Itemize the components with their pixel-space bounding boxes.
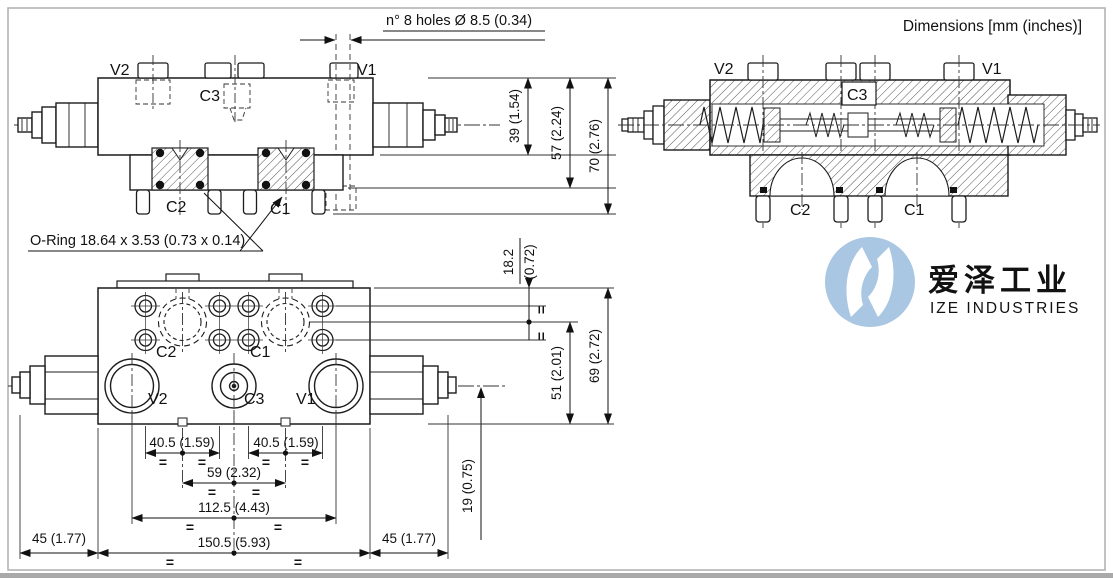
top-plate — [116, 280, 354, 289]
section-label-v2: V2 — [714, 61, 734, 78]
section-view: V2 C3 V1 C2 C1 — [618, 55, 1100, 228]
dim-112-5: 112.5 (4.43) — [198, 500, 270, 515]
plan-label-c3: C3 — [244, 391, 265, 408]
left-adjuster — [17, 102, 99, 148]
plan-label-c2: C2 — [156, 344, 177, 361]
dim-45-left: 45 (1.77) — [32, 531, 86, 546]
plan-label-v2: V2 — [148, 391, 168, 408]
plan-view: C2 C1 V2 C3 V1 — [8, 238, 614, 570]
dim-57: 57 (2.24) — [549, 106, 564, 160]
valve-body-side — [97, 77, 374, 156]
right-fitting-plan — [369, 355, 457, 415]
svg-text:=: = — [301, 454, 309, 470]
oring-squares — [760, 187, 957, 193]
watermark: 爱泽工业 IZE INDUSTRIES — [825, 237, 1080, 327]
svg-text:=: = — [198, 454, 206, 470]
watermark-cn-text: 爱泽工业 — [928, 263, 1072, 298]
side-label-c2: C2 — [166, 199, 187, 216]
dim-midpoint-dots — [179, 319, 532, 556]
svg-text:=: = — [274, 519, 282, 535]
hidden-tab-lines — [175, 289, 293, 299]
side-label-c1: C1 — [270, 201, 291, 218]
svg-text:=: = — [262, 454, 270, 470]
port-bosses — [137, 62, 359, 79]
dim-40-5-right: 40.5 (1.59) — [253, 435, 318, 450]
svg-text:=: = — [533, 306, 549, 314]
dim-39: 39 (1.54) — [507, 89, 522, 143]
dim-45-right: 45 (1.77) — [382, 531, 436, 546]
studs-side — [135, 189, 326, 215]
callout-8-holes: n° 8 holes Ø 8.5 (0.34) — [386, 13, 532, 29]
callout-o-ring: O-Ring 18.64 x 3.53 (0.73 x 0.14) — [30, 233, 245, 249]
port-centerlines — [131, 353, 337, 419]
left-fitting-plan — [11, 355, 99, 415]
side-label-c3: C3 — [200, 88, 221, 105]
dim-18-2-in: (0.72) — [522, 244, 537, 279]
side-view: V2 C3 V1 C2 C1 n° 8 holes Ø 8.5 (0.34) O… — [14, 13, 616, 252]
watermark-logo-icon — [825, 237, 915, 327]
dim-40-5-left: 40.5 (1.59) — [149, 435, 214, 450]
section-label-c2: C2 — [790, 202, 811, 219]
c3-cavity — [841, 81, 877, 106]
svg-text:=: = — [166, 554, 174, 570]
svg-text:=: = — [252, 484, 260, 500]
dim-150-5: 150.5 (5.93) — [198, 535, 271, 550]
svg-text:=: = — [208, 484, 216, 500]
dim-19: 19 (0.75) — [460, 459, 475, 513]
drawing-frame — [0, 7, 1113, 578]
dim-59: 59 (2.32) — [207, 465, 261, 480]
svg-text:=: = — [186, 519, 194, 535]
dimensions-units-note: Dimensions [mm (inches)] — [903, 18, 1082, 35]
svg-text:=: = — [294, 554, 302, 570]
svg-text:=: = — [533, 332, 549, 340]
svg-text:=: = — [159, 454, 167, 470]
bottom-bar — [0, 573, 1113, 578]
section-label-c1: C1 — [904, 202, 925, 219]
side-label-v2: V2 — [110, 62, 130, 79]
section-label-c3: C3 — [847, 87, 868, 104]
hole-cross-ticks — [131, 292, 337, 354]
dim-51: 51 (2.01) — [549, 346, 564, 400]
section-label-v1: V1 — [982, 61, 1002, 78]
plan-label-c1: C1 — [250, 344, 271, 361]
dim-69: 69 (2.72) — [587, 329, 602, 383]
side-label-v1: V1 — [357, 62, 377, 79]
section-bosses — [747, 62, 975, 81]
watermark-en-text: IZE INDUSTRIES — [930, 300, 1080, 317]
dim-18-2-mm: 18.2 — [501, 249, 516, 275]
right-adjuster — [372, 102, 458, 148]
studs-section — [755, 195, 967, 223]
dim-70: 70 (2.76) — [587, 119, 602, 173]
equal-marks: = = = = = = = = = = = = — [159, 306, 549, 570]
border-rect — [7, 7, 1106, 571]
plan-label-v1: V1 — [296, 391, 316, 408]
